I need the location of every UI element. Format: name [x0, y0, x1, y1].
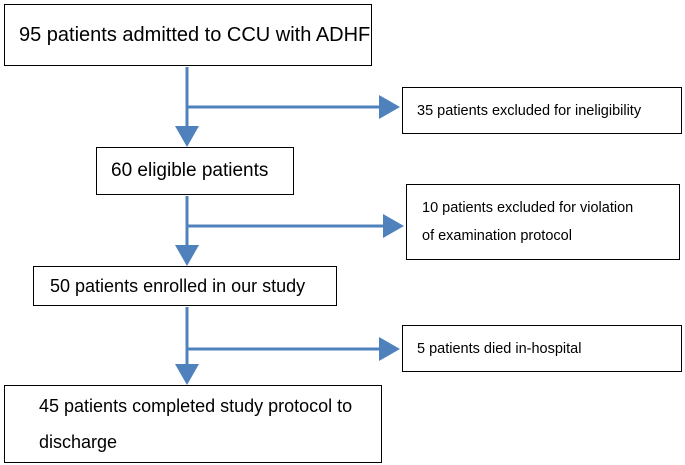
completed-line1: 45 patients completed study protocol to	[39, 396, 353, 416]
completed-line2: discharge	[39, 432, 118, 452]
excluded-violation-line1: 10 patients excluded for violation	[422, 200, 634, 216]
enrolled-label: 50 patients enrolled in our study	[50, 275, 306, 296]
excluded-ineligibility-box: 35 patients excluded for ineligibility	[402, 87, 682, 134]
completed-box: 45 patients completed study protocol to …	[4, 385, 382, 463]
eligible-label: 60 eligible patients	[111, 160, 269, 181]
eligible-box: 60 eligible patients	[96, 147, 294, 195]
admitted-label: 95 patients admitted to CCU with ADHF	[19, 23, 371, 46]
excluded-violation-line2: of examination protocol	[422, 228, 572, 244]
died-in-hospital-label: 5 patients died in-hospital	[417, 340, 582, 357]
excluded-violation-box: 10 patients excluded for violation of ex…	[406, 184, 680, 260]
died-in-hospital-box: 5 patients died in-hospital	[402, 325, 682, 372]
excluded-ineligibility-label: 35 patients excluded for ineligibility	[417, 102, 642, 119]
admitted-box: 95 patients admitted to CCU with ADHF	[4, 4, 372, 66]
enrolled-box: 50 patients enrolled in our study	[33, 266, 337, 306]
